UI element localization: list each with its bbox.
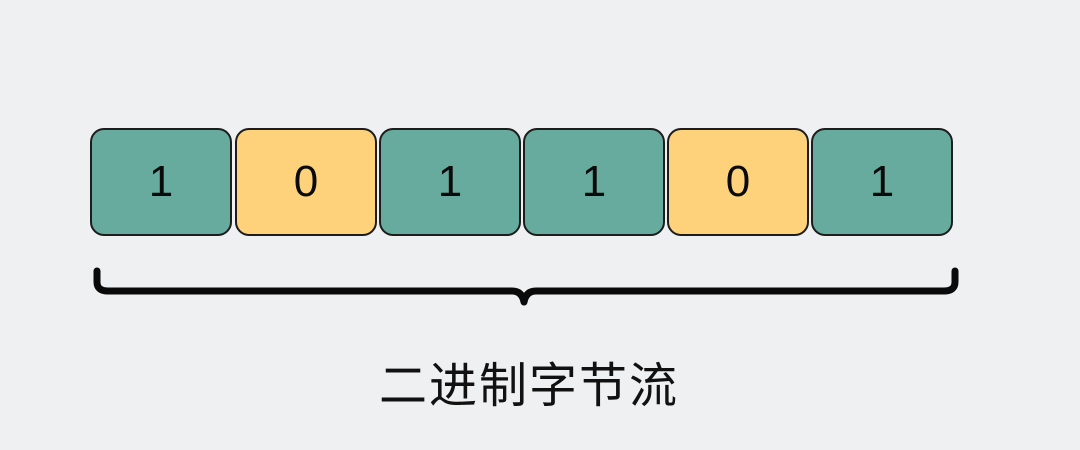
bit-box: 0: [235, 128, 377, 236]
bit-value: 0: [293, 157, 319, 206]
binary-byte-row: 1 0 1 1 0 1: [90, 128, 956, 238]
bit-box: 1: [811, 128, 953, 236]
bit-value: 1: [148, 157, 174, 206]
bit-box: 0: [667, 128, 809, 236]
bit-value: 1: [437, 157, 463, 206]
bit-value: 1: [581, 157, 607, 206]
bit-value: 1: [869, 157, 895, 206]
bit-value: 0: [725, 157, 751, 206]
bit-box: 1: [90, 128, 232, 236]
caption-binary-byte-stream: 二进制字节流: [378, 358, 679, 414]
bit-box: 1: [523, 128, 665, 236]
bit-box: 1: [379, 128, 521, 236]
